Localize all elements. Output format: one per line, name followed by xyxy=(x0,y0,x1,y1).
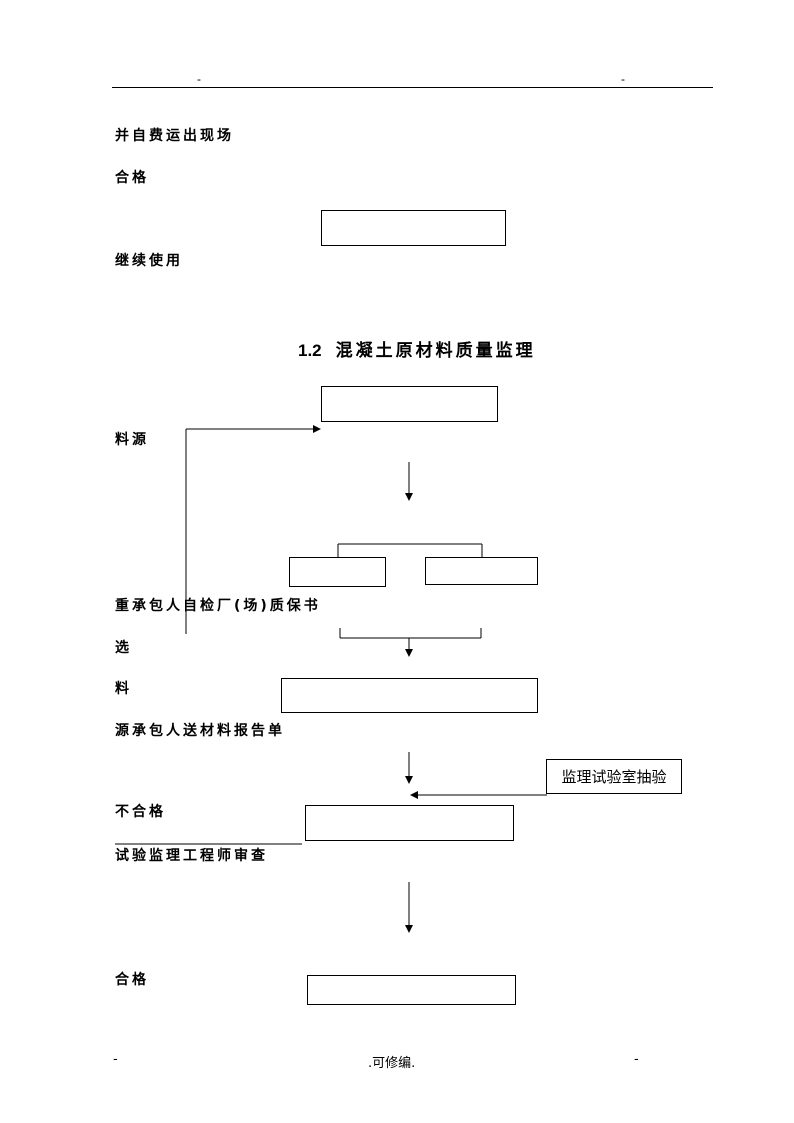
sampling-box: 监理试验室抽验 xyxy=(546,759,682,794)
flow-box-left-branch xyxy=(289,557,386,587)
flow-box-report xyxy=(281,678,538,713)
section-title: 1.2 混凝土原材料质量监理 xyxy=(298,336,536,361)
label-material: 料 xyxy=(115,681,132,697)
label-unqualified: 不合格 xyxy=(115,804,166,820)
footer-right: - xyxy=(634,1052,639,1067)
label-material-source: 料源 xyxy=(115,432,149,448)
footer-center: .可修编. xyxy=(368,1056,416,1071)
label-qualified-bottom: 合格 xyxy=(115,972,149,988)
label-remove-self-expense: 并自费运出现场 xyxy=(115,128,234,144)
header-right-mark: - xyxy=(621,72,625,86)
header-left-mark: - xyxy=(197,72,201,86)
section-title-text: 混凝土原材料质量监理 xyxy=(335,341,536,361)
label-continue-use: 继续使用 xyxy=(115,253,183,269)
header-rule xyxy=(112,87,713,88)
flow-box-right-branch xyxy=(425,557,538,585)
flow-box-top xyxy=(321,210,506,246)
label-contractor-factory-cert: 重承包人自检厂(场)质保书 xyxy=(115,598,321,614)
flow-box-material-source xyxy=(321,386,498,422)
label-qualified-top: 合格 xyxy=(115,170,149,186)
label-contractor-submit-report: 源承包人送材料报告单 xyxy=(115,723,285,739)
label-select: 选 xyxy=(115,640,132,656)
sampling-box-label: 监理试验室抽验 xyxy=(561,768,667,786)
flow-box-review xyxy=(305,805,514,841)
flow-box-bottom xyxy=(307,975,516,1005)
footer-left: - xyxy=(113,1052,118,1067)
section-number: 1.2 xyxy=(298,341,322,360)
label-test-engineer-review: 试验监理工程师审查 xyxy=(115,848,268,864)
